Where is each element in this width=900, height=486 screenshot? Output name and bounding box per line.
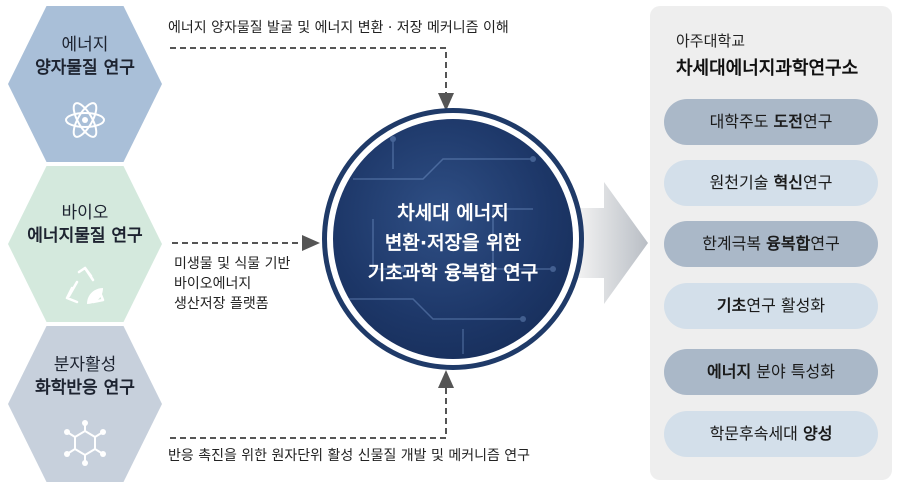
hex-molecular-chem: 분자활성 화학반응 연구 <box>8 326 162 482</box>
hex-bio-energy: 바이오 에너지물질 연구 <box>8 166 162 322</box>
hex-title-line1: 분자활성 <box>53 355 117 375</box>
center-line1: 차세대 에너지 <box>397 202 509 224</box>
pill-next-generation: 학문후속세대 양성 <box>664 411 878 457</box>
bottom-connector <box>170 370 454 439</box>
center-circle <box>333 119 573 359</box>
panel-subtitle: 아주대학교 <box>676 32 746 50</box>
molecule-icon <box>64 420 106 466</box>
atom-icon <box>65 102 105 138</box>
note-bottom: 반응 촉진을 위한 원자단위 활성 신물질 개발 및 메커니즘 연구 <box>168 448 531 464</box>
recycle-leaf-icon <box>65 266 105 304</box>
pill-post: 연구 <box>810 234 840 253</box>
note-middle-line1: 미생물 및 식물 기반 <box>174 256 291 272</box>
pill-pre: 대학주도 <box>709 112 774 131</box>
pill-pre: 학문후속세대 <box>709 424 803 443</box>
pill-bold: 도전 <box>773 112 803 131</box>
hex-title-line2: 화학반응 연구 <box>35 378 135 398</box>
pill-bold: 양성 <box>802 424 833 443</box>
pill-bold: 기초 <box>716 296 747 315</box>
hex-energy-quantum: 에너지 양자물질 연구 <box>8 6 162 162</box>
pill-post: 분야 특성화 <box>751 362 835 381</box>
hex-title-line2: 에너지물질 연구 <box>27 226 143 246</box>
pill-challenge-research: 대학주도 도전연구 <box>664 99 878 145</box>
pill-basic-research: 기초연구 활성화 <box>664 283 878 329</box>
note-middle-line3: 생산저장 플랫폼 <box>174 296 269 312</box>
hex-title-line2: 양자물질 연구 <box>35 58 135 78</box>
pill-bold: 융복합 <box>766 234 811 253</box>
pill-bold: 혁신 <box>773 173 803 192</box>
top-connector <box>170 47 454 111</box>
pill-pre: 한계극복 <box>702 234 767 253</box>
pill-pre: 원천기술 <box>709 173 774 192</box>
pill-convergence-research: 한계극복 융복합연구 <box>664 221 878 267</box>
pill-post: 연구 활성화 <box>746 296 826 315</box>
big-arrow <box>578 182 648 304</box>
pill-post: 연구 <box>802 112 833 131</box>
pill-energy-specialization: 에너지 분야 특성화 <box>664 349 878 395</box>
pill-post: 연구 <box>802 173 833 192</box>
note-middle-line2: 바이오에너지 <box>174 276 252 292</box>
pill-innovation-research: 원천기술 혁신연구 <box>664 160 878 206</box>
pill-bold: 에너지 <box>707 362 752 381</box>
note-top: 에너지 양자물질 발굴 및 에너지 변환 · 저장 메커니즘 이해 <box>168 20 509 36</box>
panel-title: 차세대에너지과학연구소 <box>676 58 859 79</box>
hex-title-line1: 바이오 <box>61 203 109 223</box>
hex-title-line1: 에너지 <box>61 35 109 55</box>
center-line2: 변환·저장을 위한 <box>384 232 522 254</box>
center-line3: 기초과학 융복합 연구 <box>367 262 539 284</box>
circuit-pattern <box>343 136 556 354</box>
